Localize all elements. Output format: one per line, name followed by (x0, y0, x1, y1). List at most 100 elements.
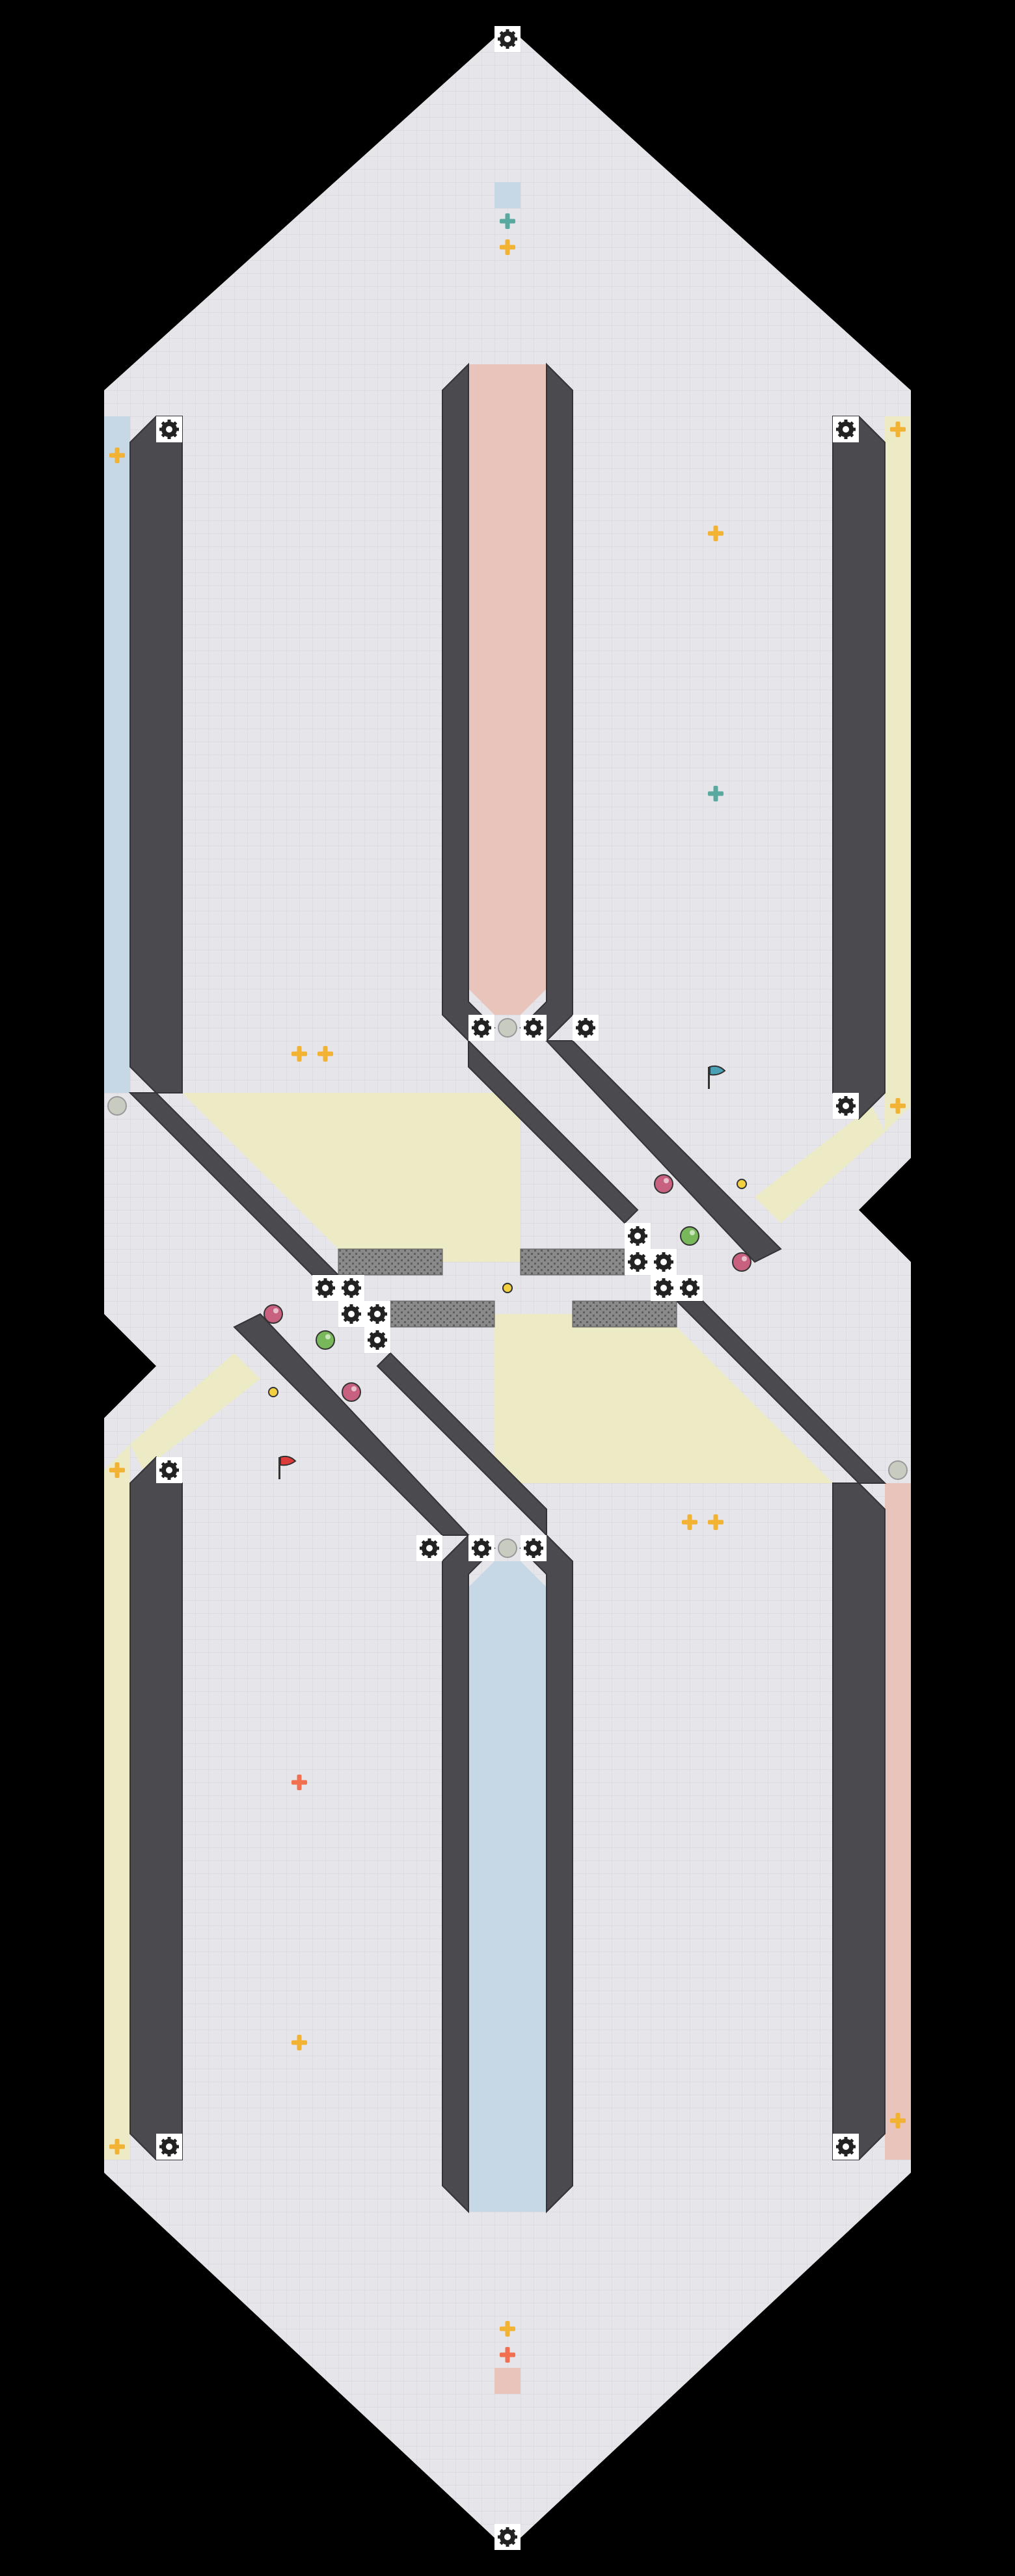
gear-tooth (666, 1254, 672, 1259)
powerup-icon (654, 1174, 673, 1194)
plus-icon-v (505, 2321, 510, 2337)
powerup-icon-body (680, 1226, 699, 1246)
gear-tooth (316, 1286, 319, 1290)
gear-tooth (167, 1460, 171, 1464)
gear-tooth (584, 1018, 588, 1022)
gear-tooth (420, 1546, 424, 1550)
gear-tooth (506, 2527, 509, 2531)
gear-tooth (640, 1228, 646, 1233)
gear-icon (416, 1535, 442, 1561)
gear-tooth (837, 2138, 843, 2144)
gear-tooth (380, 1343, 386, 1348)
plus-icon-v (297, 2035, 302, 2050)
gear-tooth (510, 2529, 516, 2534)
gear-tooth (499, 2529, 505, 2534)
gear-tooth (844, 1112, 848, 1116)
gear-tooth (427, 1538, 431, 1542)
plus-icon (708, 526, 724, 541)
gear-tooth (588, 1019, 594, 1025)
gear-tooth (175, 2145, 179, 2149)
gear-tooth (654, 1286, 658, 1290)
gear-tooth (369, 1332, 375, 1337)
gear-tooth (852, 427, 856, 431)
gear-tooth (640, 1254, 646, 1259)
gear-icon (651, 1275, 677, 1301)
neutral-triangle-mirror (494, 1314, 833, 1483)
plus-icon (500, 213, 515, 229)
gear-tooth (368, 1338, 372, 1342)
gear-tooth (328, 1291, 334, 1296)
gear-tooth (848, 2149, 854, 2155)
gear-tooth (323, 1278, 327, 1282)
gear-tooth (666, 1291, 672, 1296)
plus-icon (500, 239, 515, 255)
red-flag-icon-pole (278, 1457, 280, 1479)
gear-tooth (654, 1260, 658, 1264)
gear-tooth (837, 432, 843, 438)
diagonal-wall-center (468, 1039, 639, 1224)
gear-tooth (584, 1034, 588, 1038)
gear-tooth (167, 435, 171, 439)
gear-tooth (159, 1468, 163, 1472)
gear-tooth (375, 1304, 379, 1308)
gear-tooth (662, 1268, 666, 1272)
plus-icon (318, 1046, 333, 1062)
gear-tooth (513, 2535, 517, 2539)
boost-icon (268, 1387, 278, 1397)
plus-icon-v (505, 213, 510, 229)
gear-tooth (161, 2149, 167, 2155)
gear-tooth (836, 427, 840, 431)
gear-icon (494, 26, 521, 52)
gear-tooth (421, 1540, 427, 1546)
gear-hole (166, 1467, 172, 1473)
gear-tooth (328, 1280, 334, 1285)
neutral-triangle (182, 1093, 521, 1262)
gear-tooth (532, 1034, 535, 1038)
gear-tooth (343, 1317, 349, 1322)
gear-tooth (172, 2149, 178, 2155)
plus-icon-v (895, 2113, 900, 2128)
gear-hole (843, 2143, 849, 2150)
gear-tooth (342, 1286, 345, 1290)
powerup-icon (732, 1252, 751, 1272)
right-pillar-wall (832, 416, 886, 1120)
gear-icon (364, 1301, 390, 1327)
plus-icon (890, 1098, 906, 1114)
gear-tooth (525, 1019, 531, 1025)
gear-tooth (629, 1228, 635, 1233)
powerup-icon-shine (690, 1230, 695, 1235)
powerup-icon-body (342, 1382, 361, 1402)
plus-icon-v (505, 239, 510, 255)
gear-icon (833, 416, 859, 442)
gear-tooth (317, 1291, 323, 1296)
gear-hole (660, 1259, 667, 1265)
gear-tooth (343, 1306, 349, 1311)
plus-icon (500, 2321, 515, 2337)
plus-icon (708, 786, 724, 801)
gear-tooth (852, 2145, 856, 2149)
plus-icon (109, 2139, 125, 2154)
gear-hole (166, 426, 172, 433)
gear-tooth (844, 435, 848, 439)
boost-icon (502, 1283, 513, 1293)
gear-tooth (172, 1473, 178, 1479)
gear-tooth (175, 1468, 179, 1472)
gear-tooth (636, 1268, 640, 1272)
gear-tooth (159, 427, 163, 431)
gear-tooth (848, 432, 854, 438)
red-lane (468, 364, 547, 1015)
gear-tooth (473, 1551, 479, 1557)
gear-icon (468, 1015, 494, 1041)
gear-hole (530, 1545, 537, 1551)
plus-icon-v (505, 2347, 510, 2363)
gear-icon (468, 1535, 494, 1561)
grate (520, 1248, 625, 1276)
red-flag-icon-cloth (280, 1455, 297, 1466)
items-layer (107, 26, 908, 2550)
plus-icon-v (297, 1046, 302, 1062)
gear-tooth (317, 1280, 323, 1285)
gear-tooth (161, 421, 167, 427)
plus-icon (291, 2035, 307, 2050)
gear-icon (312, 1275, 338, 1301)
